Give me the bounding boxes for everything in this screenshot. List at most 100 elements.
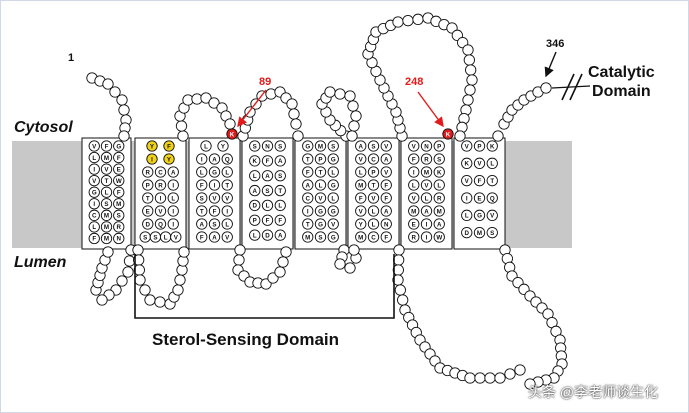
residue-letter: Q <box>158 221 163 228</box>
helix-residue <box>380 205 392 217</box>
residue-letter: S <box>437 156 441 163</box>
loop-residue <box>292 130 304 142</box>
helix-residue <box>486 227 498 239</box>
loop-residue <box>524 378 536 390</box>
residue-letter: L <box>465 213 469 220</box>
residue-letter: V <box>318 195 323 202</box>
loop-residue <box>397 294 409 306</box>
break-mark-1 <box>561 73 575 101</box>
residue-letter: M <box>318 143 323 150</box>
helix-residue <box>200 140 212 152</box>
helix-residue <box>274 155 286 167</box>
residue-letter: L <box>92 224 96 231</box>
helix-residue <box>142 179 154 191</box>
helix-residue <box>327 179 339 191</box>
helix-residue <box>433 153 445 165</box>
helix-residue <box>314 231 327 243</box>
residue-letter: L <box>372 208 376 215</box>
residue-letter: M <box>305 234 310 241</box>
helix-residue <box>100 198 113 210</box>
helix-residue <box>274 229 286 241</box>
loop-residue <box>288 108 300 120</box>
helix-residue <box>302 153 314 165</box>
residue-letter: P <box>437 143 441 150</box>
loop-residue <box>394 284 406 296</box>
helix-residue <box>433 205 445 217</box>
residue-letter: A <box>253 188 258 195</box>
residue-letter: G <box>331 156 336 163</box>
helix-residue <box>261 140 274 152</box>
residue-letter: V <box>465 178 470 185</box>
residue-letter: F <box>117 155 121 162</box>
helix-residue <box>221 218 233 230</box>
residue-letter: Q <box>490 195 495 202</box>
residue-letter: M <box>424 169 429 176</box>
loop-residue <box>118 104 130 116</box>
residue-letter: P <box>371 169 375 176</box>
residue-letter: A <box>437 221 442 228</box>
helix-residue <box>433 140 445 152</box>
residue-letter: I <box>226 208 228 215</box>
residue-letter: S <box>253 143 257 150</box>
loop-residue <box>492 130 504 142</box>
helix-residue <box>380 218 392 230</box>
loop-residue <box>277 256 289 268</box>
helix-residue <box>314 205 327 217</box>
helix-residue <box>208 192 221 204</box>
residue-letter: N <box>384 221 389 228</box>
residue-letter: I <box>160 195 162 202</box>
domain-word: Domain <box>592 83 651 100</box>
residue-letter: G <box>477 213 482 220</box>
helix-residue <box>302 218 314 230</box>
loop-residue <box>172 284 184 296</box>
helix-residue <box>461 209 473 221</box>
helix-residue <box>249 184 261 197</box>
helix-residue <box>167 218 179 230</box>
helix-residue <box>408 205 420 217</box>
residue-letter: F <box>384 195 388 202</box>
residue-letter: M <box>104 224 109 231</box>
loop-residue <box>132 244 144 256</box>
helix-residue <box>408 192 420 204</box>
helix-residue <box>380 166 392 178</box>
helix-residue <box>355 166 367 178</box>
helix-residue <box>433 231 445 243</box>
helix-residue <box>367 166 380 178</box>
loop-residue <box>465 64 477 76</box>
residue-letter: M <box>104 155 109 162</box>
residue-letter: F <box>384 234 388 241</box>
helix-residue <box>433 192 445 204</box>
loop-residue <box>464 372 476 384</box>
residue-letter: V <box>371 195 376 202</box>
loop-residue <box>139 284 151 296</box>
residue-letter: A <box>212 156 217 163</box>
residue-letter: D <box>253 203 258 210</box>
residue-letter: G <box>212 169 217 176</box>
helix-residue <box>100 209 113 221</box>
residue-letter: V <box>424 182 429 189</box>
residue-letter: T <box>319 169 323 176</box>
helix-residue <box>486 140 498 152</box>
helix-residue <box>327 166 339 178</box>
helix-residue <box>221 192 233 204</box>
residue-letter: V <box>384 169 389 176</box>
helix-residue <box>367 192 380 204</box>
loop-residue <box>344 90 356 102</box>
helix-residue <box>249 214 261 226</box>
residue-letter: A <box>424 208 429 215</box>
helix-residue <box>167 166 179 178</box>
residue-letter: S <box>104 201 108 208</box>
helix-residue <box>355 179 367 191</box>
residue-letter: F <box>213 208 217 215</box>
residue-letter: K <box>253 158 258 165</box>
loop-residue <box>474 372 486 384</box>
residue-letter: P <box>253 218 257 225</box>
residue-letter: K <box>490 143 495 150</box>
residue-letter: T <box>490 178 494 185</box>
helix-residue <box>261 199 274 212</box>
helix-residue <box>380 140 392 152</box>
helix-residue <box>167 205 179 217</box>
helix-residue <box>261 155 274 167</box>
loop-residue <box>144 294 156 306</box>
loop-residue <box>393 244 405 256</box>
